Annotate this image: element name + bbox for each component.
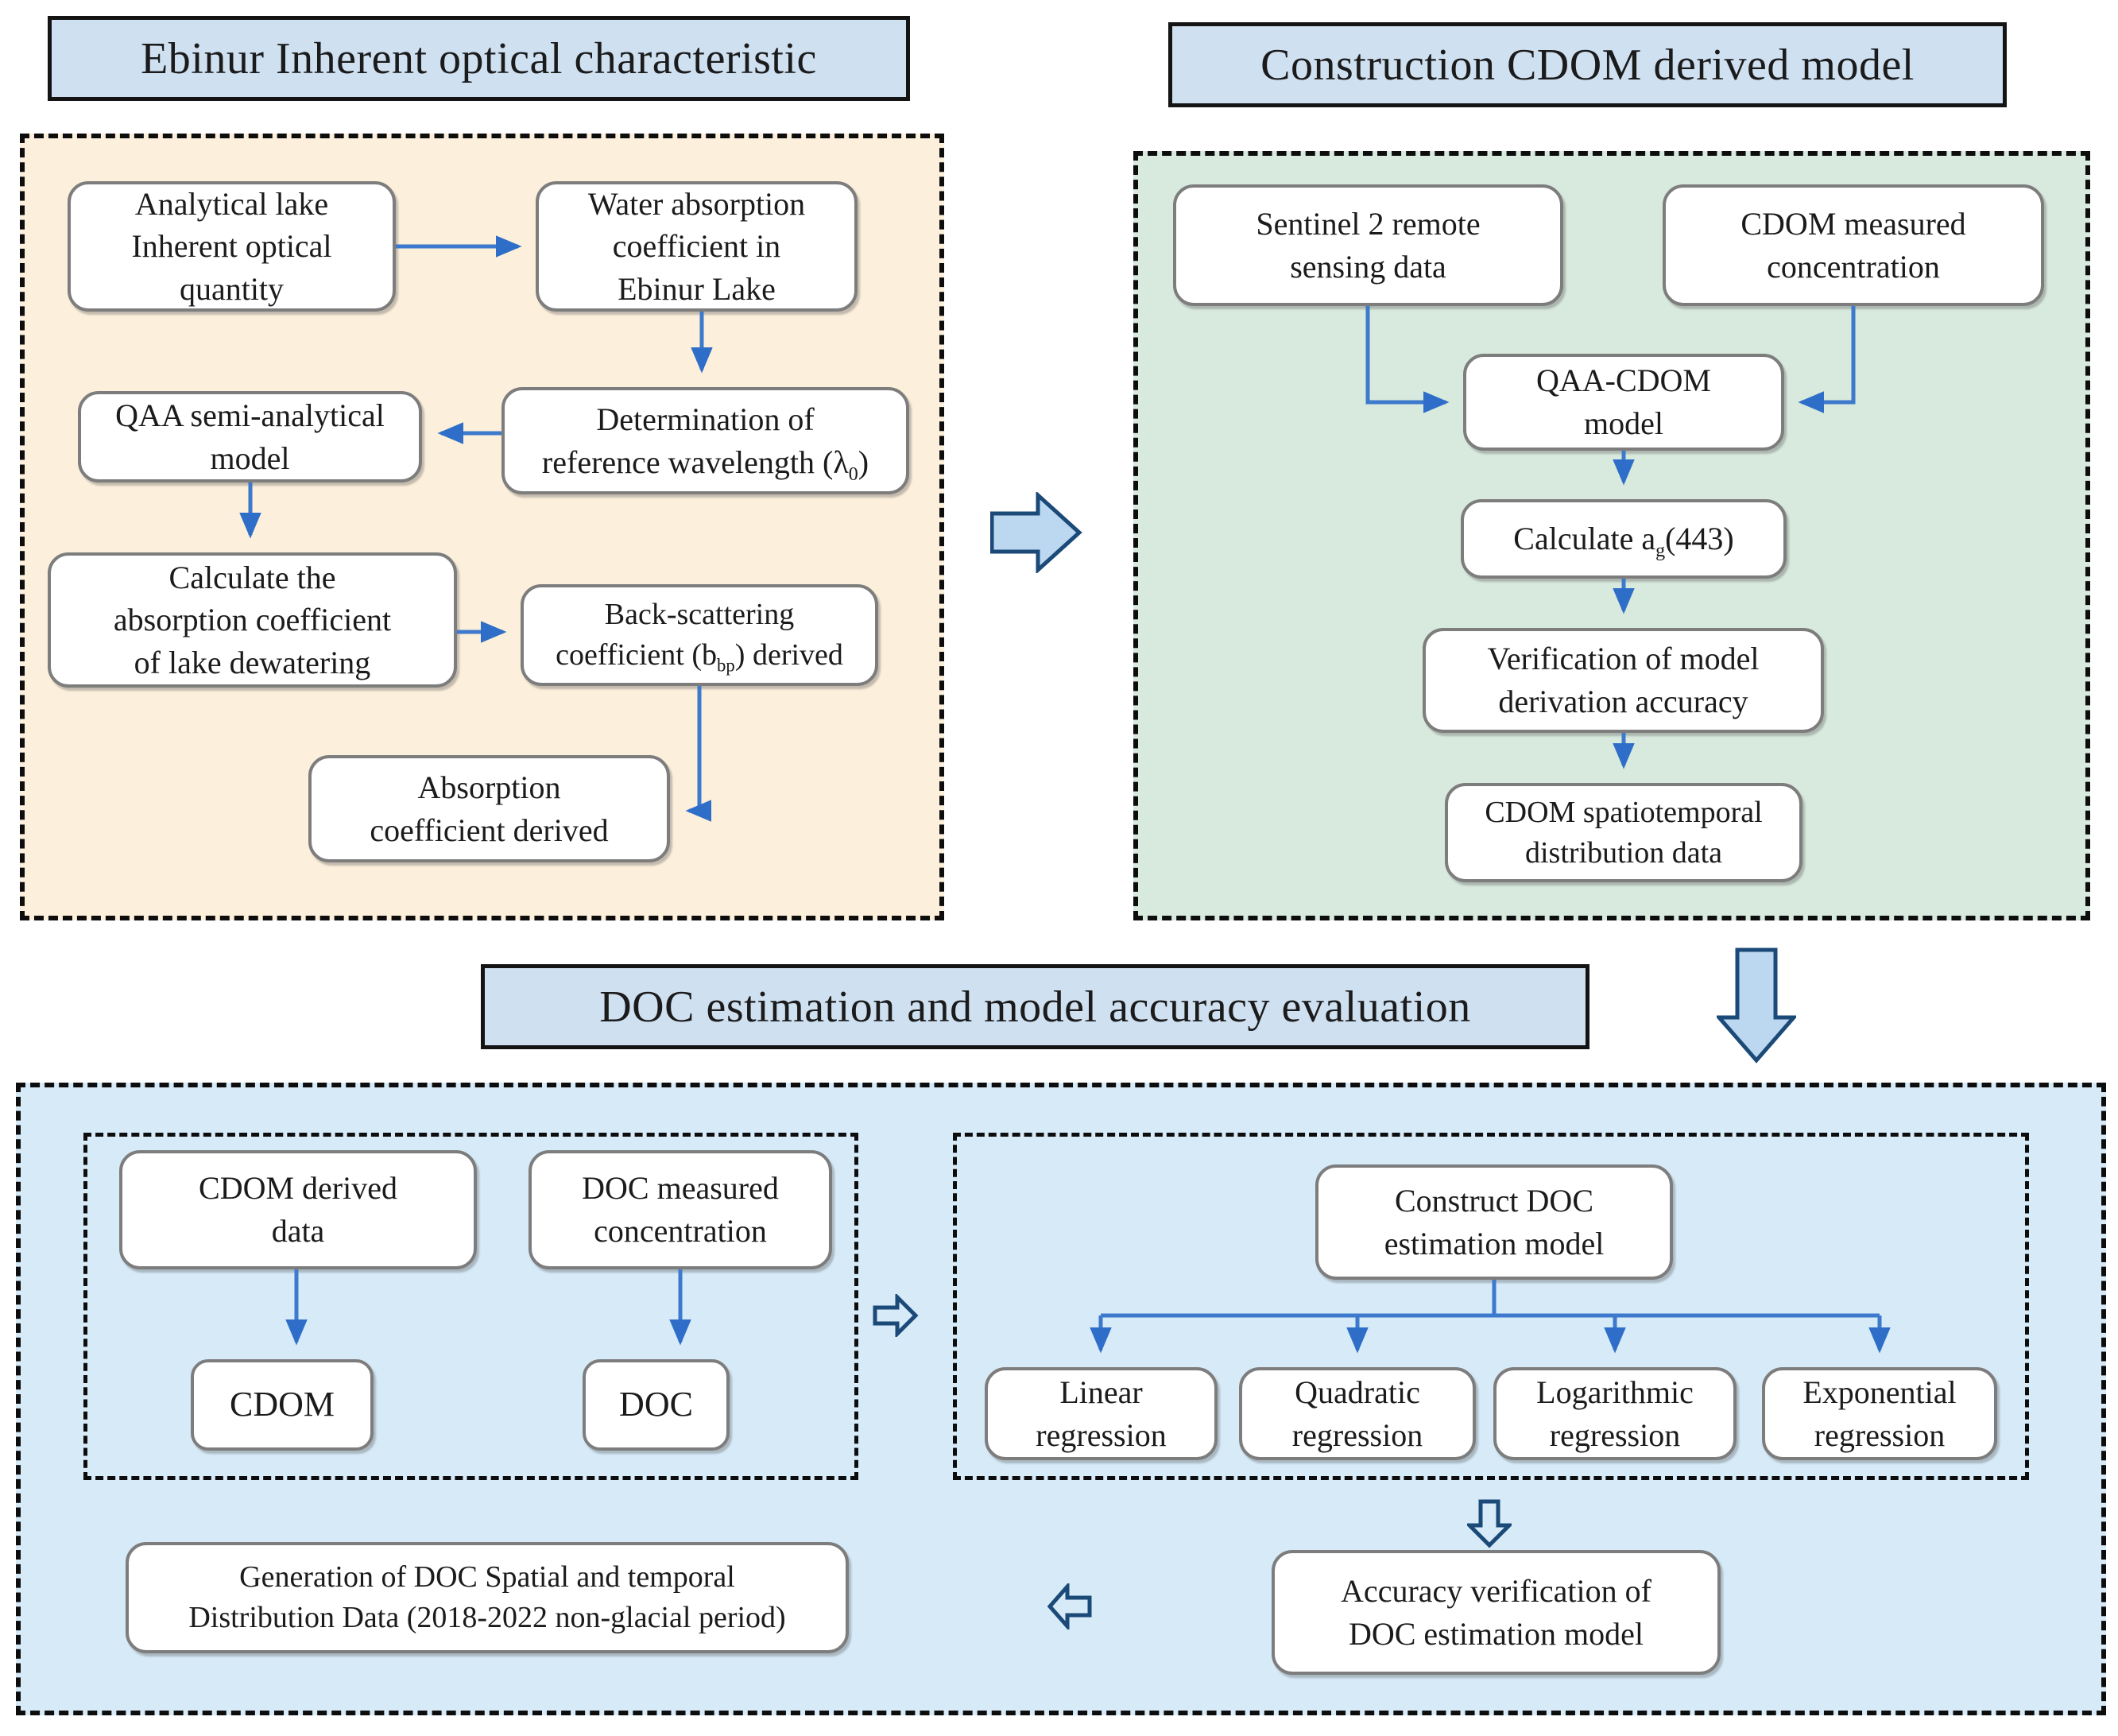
node-calc-absorption: Calculate the absorption coefficient of …	[48, 552, 457, 688]
flow-arrow-right-icon	[990, 492, 1082, 573]
group-doc-inputs	[83, 1133, 858, 1480]
section-title-doc: DOC estimation and model accuracy evalua…	[481, 964, 1589, 1049]
node-absorption-derived: Absorption coefficient derived	[308, 755, 670, 862]
node-doc-label: DOC	[583, 1359, 730, 1451]
node-doc-measured: DOC measured concentration	[529, 1150, 832, 1269]
hollow-arrow-right-icon	[873, 1294, 919, 1337]
group-doc-models	[953, 1133, 2029, 1480]
node-verification-accuracy: Verification of model derivation accurac…	[1423, 628, 1824, 733]
node-sentinel-data: Sentinel 2 remote sensing data	[1173, 184, 1563, 306]
node-cdom-derived-data: CDOM derived data	[119, 1150, 477, 1269]
hollow-arrow-left-icon	[1047, 1583, 1092, 1629]
node-qaa-cdom-model: QAA-CDOM model	[1463, 354, 1784, 451]
node-cdom-label: CDOM	[191, 1359, 374, 1451]
node-backscattering: Back-scattering coefficient (bbp) derive…	[521, 584, 878, 686]
node-logarithmic-regression: Logarithmic regression	[1493, 1367, 1737, 1460]
node-cdom-measured: CDOM measured concentration	[1663, 184, 2044, 306]
node-cdom-spatiotemporal: CDOM spatiotemporal distribution data	[1445, 783, 1802, 882]
node-linear-regression: Linear regression	[985, 1367, 1218, 1460]
node-analytical-lake: Analytical lake Inherent optical quantit…	[68, 181, 396, 312]
node-generation-doc-data: Generation of DOC Spatial and temporal D…	[126, 1542, 849, 1653]
node-water-absorption: Water absorption coefficient in Ebinur L…	[536, 181, 858, 312]
section-title-optical: Ebinur Inherent optical characteristic	[48, 16, 910, 101]
node-calculate-ag443: Calculate ag(443)	[1461, 499, 1787, 579]
flow-arrow-down-icon	[1717, 947, 1796, 1064]
node-accuracy-verification: Accuracy verification of DOC estimation …	[1272, 1550, 1721, 1675]
section-title-cdom: Construction CDOM derived model	[1168, 22, 2007, 107]
hollow-arrow-down-icon	[1467, 1499, 1512, 1548]
node-exponential-regression: Exponential regression	[1762, 1367, 1997, 1460]
node-quadratic-regression: Quadratic regression	[1239, 1367, 1476, 1460]
node-construct-doc-model: Construct DOC estimation model	[1315, 1164, 1673, 1280]
node-reference-wavelength: Determination of reference wavelength (λ…	[501, 387, 909, 494]
node-qaa-model: QAA semi-analytical model	[78, 391, 422, 482]
